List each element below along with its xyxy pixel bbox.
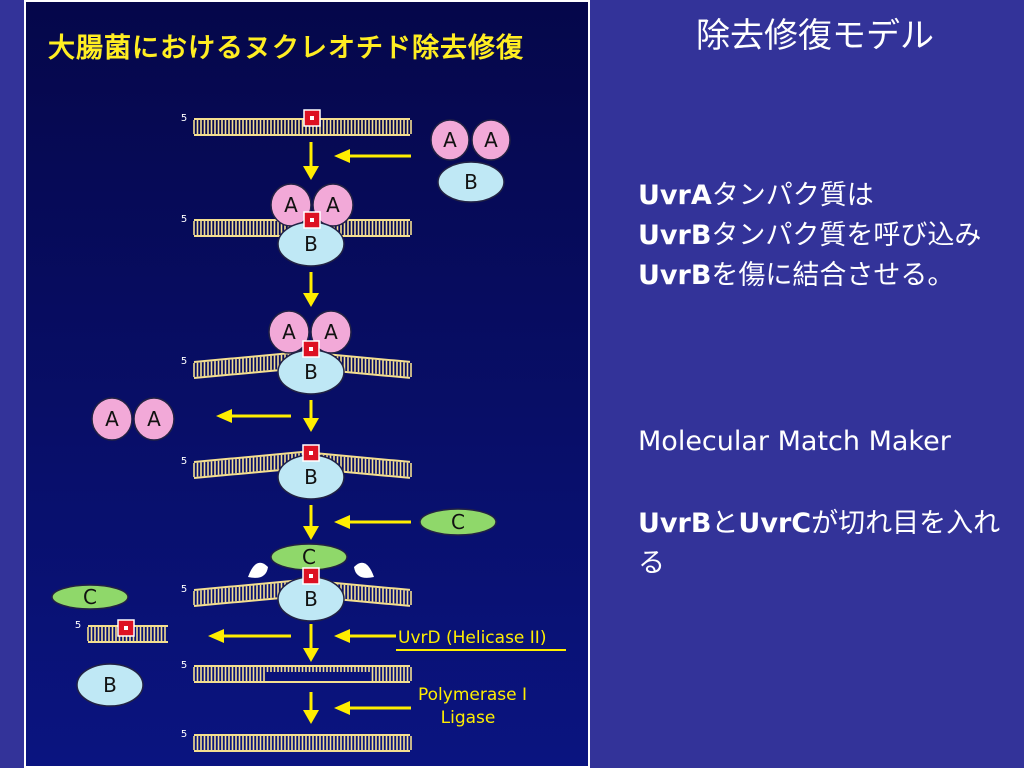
uvrc-bound-label: C bbox=[302, 545, 316, 569]
label-polymerase: Polymerase I bbox=[418, 685, 527, 705]
uvra-3a-label: A bbox=[282, 320, 296, 344]
uvra-2b bbox=[312, 183, 354, 227]
text-p1-c: を傷に結合させる。 bbox=[711, 260, 955, 291]
uvra-released-a bbox=[91, 397, 133, 441]
paragraph-matchmaker: Molecular Match Maker bbox=[638, 422, 1024, 462]
arrow-left-3-head bbox=[216, 409, 232, 423]
lesion-excised-core bbox=[124, 626, 128, 630]
arrow-down-4-head bbox=[303, 526, 319, 540]
strand-5-prime-label: 5 bbox=[75, 620, 81, 631]
lesion-3-core bbox=[309, 347, 313, 351]
uvrc-incoming bbox=[419, 508, 497, 536]
arrow-down-2-head bbox=[303, 293, 319, 307]
arrow-left-7-head bbox=[334, 701, 350, 715]
text-p3-b: が切れ目を入れる bbox=[638, 508, 1001, 579]
arrow-down-1-head bbox=[303, 166, 319, 180]
arrow-down-5-head bbox=[303, 648, 319, 662]
paragraph-uvrc: UvrBとUvrCが切れ目を入れる bbox=[638, 504, 1024, 584]
dna-strand-1 bbox=[193, 118, 412, 136]
uvra-released-b-label: A bbox=[147, 407, 161, 431]
uvrb-5-label: B bbox=[304, 587, 318, 611]
label-ligase: Ligase bbox=[441, 708, 496, 728]
uvra-1b-label: A bbox=[484, 128, 498, 152]
strand-5-prime-label: 5 bbox=[181, 660, 187, 671]
strand-5-prime-label: 5 bbox=[181, 214, 187, 225]
arrow-down-6-head bbox=[303, 710, 319, 724]
arrow-down-3-head bbox=[303, 418, 319, 432]
arrow-left-6-head bbox=[334, 629, 350, 643]
uvrc-released bbox=[51, 584, 129, 610]
uvra-3b bbox=[310, 310, 352, 354]
strand-5-prime-label: 5 bbox=[181, 456, 187, 467]
text-uvra: UvrA bbox=[638, 180, 712, 211]
uvrb-released bbox=[76, 663, 144, 707]
uvra-2a-label: A bbox=[284, 193, 298, 217]
uvrb-1 bbox=[437, 161, 505, 203]
text-uvrb-3: UvrB bbox=[638, 508, 712, 539]
uvrb-3-label: B bbox=[304, 360, 318, 384]
text-uvrc: UvrC bbox=[738, 508, 812, 539]
uvra-3a bbox=[268, 310, 310, 354]
text-matchmaker: Molecular Match Maker bbox=[638, 426, 951, 457]
uvra-2b-label: A bbox=[326, 193, 340, 217]
text-uvrb-2: UvrB bbox=[638, 260, 712, 291]
strand-5-prime-label: 5 bbox=[181, 356, 187, 367]
uvra-released-b bbox=[133, 397, 175, 441]
lesion-2-core bbox=[310, 218, 314, 222]
slide-title: 除去修復モデル bbox=[696, 16, 934, 56]
paragraph-uvra: UvrAタンパク質は UvrBタンパク質を呼び込みUvrBを傷に結合させる。 bbox=[638, 176, 1024, 296]
strand-5-prime-label: 5 bbox=[181, 113, 187, 124]
dna-strand-repaired bbox=[193, 734, 412, 752]
lesion-1-core bbox=[310, 116, 314, 120]
uvrb-released-label: B bbox=[103, 673, 117, 697]
uvra-1a-label: A bbox=[443, 128, 457, 152]
uvrc-released-label: C bbox=[83, 585, 97, 609]
figure-title: 大腸菌におけるヌクレオチド除去修復 bbox=[48, 33, 524, 64]
arrow-left-4-head bbox=[334, 515, 350, 529]
label-helicase: UvrD (Helicase II) bbox=[398, 628, 546, 648]
uvrb-2-label: B bbox=[304, 232, 318, 256]
lesion-5-core bbox=[309, 574, 313, 578]
text-uvrb: UvrB bbox=[638, 220, 712, 251]
arrow-left-1-head bbox=[334, 149, 350, 163]
arrow-left-5-head bbox=[208, 629, 224, 643]
dna-strand-gapped bbox=[193, 665, 412, 683]
lesion-4-core bbox=[309, 451, 313, 455]
uvrb-1-label: B bbox=[464, 170, 478, 194]
strand-5-prime-label: 5 bbox=[181, 729, 187, 740]
text-p3-a: と bbox=[711, 508, 739, 539]
text-p1-b: タンパク質を呼び込み bbox=[711, 220, 982, 251]
text-p1-a: タンパク質は bbox=[711, 180, 874, 211]
incision-scissor-right bbox=[354, 562, 374, 578]
uvra-1b bbox=[471, 119, 511, 161]
strand-5-prime-label: 5 bbox=[181, 584, 187, 595]
incision-scissor-left bbox=[248, 562, 268, 578]
uvra-released-a-label: A bbox=[105, 407, 119, 431]
uvra-3b-label: A bbox=[324, 320, 338, 344]
uvrc-incoming-label: C bbox=[451, 510, 465, 534]
uvrb-4-label: B bbox=[304, 465, 318, 489]
uvra-1a bbox=[430, 119, 470, 161]
